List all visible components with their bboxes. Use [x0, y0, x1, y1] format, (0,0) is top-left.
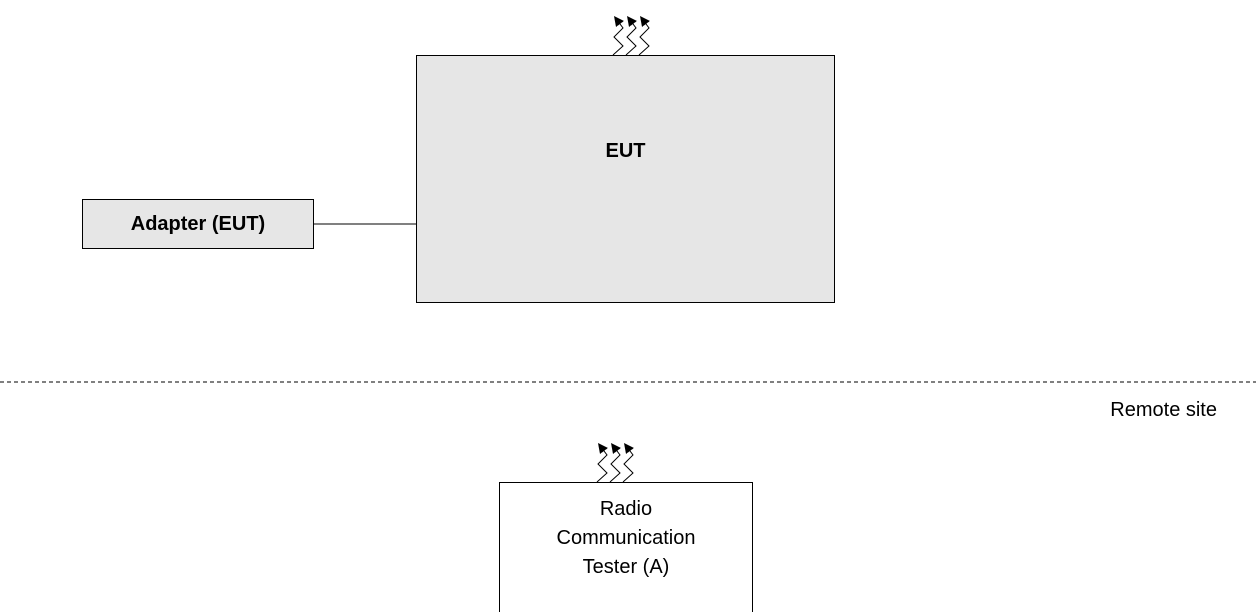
eut-antenna-icon: [612, 16, 650, 56]
tester-label: Radio Communication Tester (A): [556, 498, 696, 578]
eut-label: EUT: [605, 140, 646, 162]
eut-box: EUT: [416, 55, 835, 303]
remote-site-label: Remote site: [1110, 399, 1217, 421]
adapter-label: Adapter (EUT): [130, 212, 266, 235]
adapter-box: Adapter (EUT): [82, 199, 314, 249]
radio-communication-tester-box: Radio Communication Tester (A): [499, 482, 753, 612]
tester-antenna-icon: [596, 443, 634, 483]
